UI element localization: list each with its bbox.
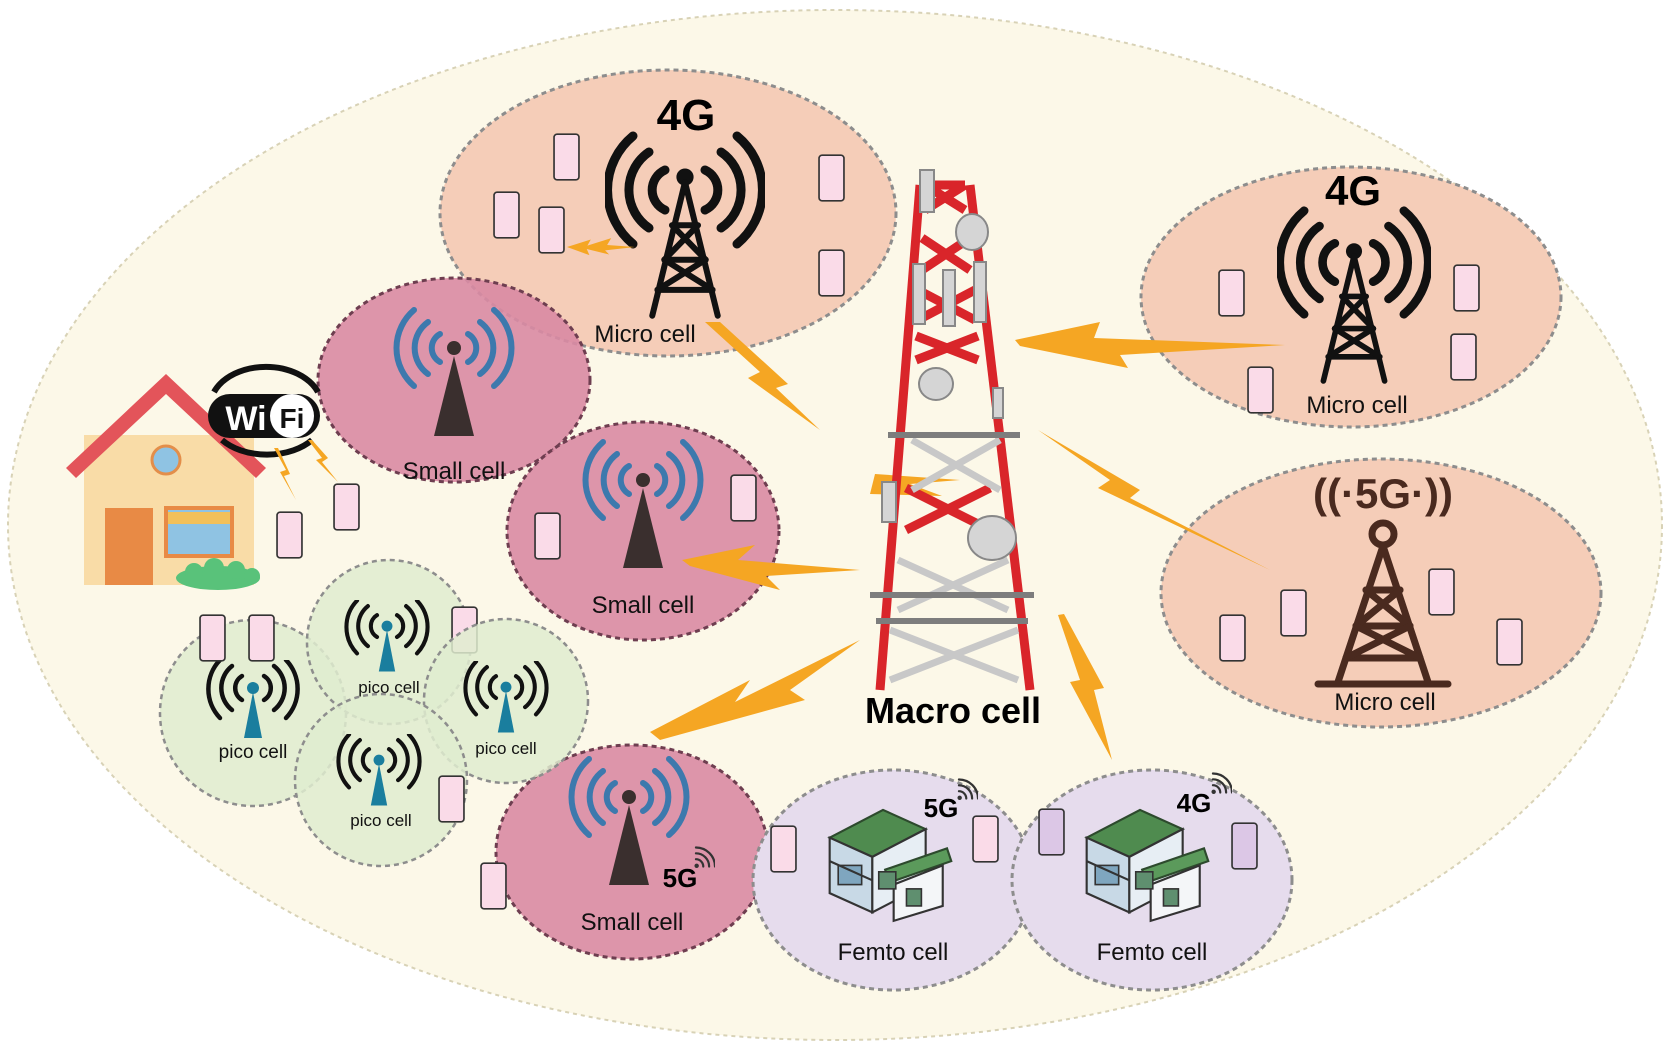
- wifi-right-text: Fi: [280, 403, 305, 434]
- pico-cell-4: pico cell: [293, 692, 469, 868]
- phone-icon: [770, 825, 797, 873]
- phone-icon: [1038, 808, 1065, 856]
- micro-cell-1-label: Micro cell: [594, 321, 695, 348]
- macro-tower: Macro cell: [865, 169, 1041, 731]
- pico-cell-2-label: pico cell: [358, 678, 419, 697]
- femto-cell-1-label: Femto cell: [838, 939, 949, 966]
- femto-cell-2-generation: 4G: [1177, 788, 1212, 818]
- femto-cell-1-generation: 5G: [924, 793, 959, 823]
- phone-icon: [276, 511, 303, 559]
- small-cell-2: Small cell: [505, 420, 781, 642]
- phone-icon: [1219, 614, 1246, 662]
- micro-cell-1-generation: 4G: [657, 91, 716, 140]
- phone-icon: [1453, 264, 1480, 312]
- phone-icon: [199, 614, 226, 662]
- phone-icon: [438, 775, 465, 823]
- phone-icon: [972, 815, 999, 863]
- pico-cell-1-label: pico cell: [219, 742, 288, 763]
- signal-bolt-icon: [650, 322, 1285, 760]
- phone-icon: [493, 191, 520, 239]
- pico-cell-4-label: pico cell: [350, 811, 411, 830]
- femto-cell-2-label: Femto cell: [1097, 939, 1208, 966]
- micro-cell-2-generation: 4G: [1325, 167, 1381, 214]
- micro-cell-1: 4G Micro cell: [438, 68, 898, 358]
- phone-icon: [534, 512, 561, 560]
- phone-icon: [538, 206, 565, 254]
- phone-icon: [553, 133, 580, 181]
- phone-icon: [730, 474, 757, 522]
- wifi-bolt-icon: [274, 440, 338, 500]
- small-cell-3-generation: 5G: [663, 863, 698, 893]
- femto-cell-2: 4G Femto cell: [1010, 768, 1294, 992]
- pico-cell-3-label: pico cell: [475, 739, 536, 758]
- home-wifi: Wi Fi: [66, 363, 360, 590]
- phone-icon: [818, 249, 845, 297]
- phone-icon: [1450, 333, 1477, 381]
- phone-icon: [1280, 589, 1307, 637]
- phone-icon: [1247, 366, 1274, 414]
- phone-icon: [818, 154, 845, 202]
- phone-icon: [1218, 269, 1245, 317]
- macro-cell-label: Macro cell: [865, 690, 1041, 731]
- small-cell-2-label: Small cell: [592, 592, 695, 619]
- small-cell-1-label: Small cell: [403, 458, 506, 485]
- femto-cell-1: 5G Femto cell: [751, 768, 1035, 992]
- tower-icon: [1314, 519, 1452, 688]
- micro-cell-3-generation: ((·5G·)): [1313, 470, 1453, 517]
- phone-icon: [333, 483, 360, 531]
- house-icon: [66, 374, 266, 590]
- phone-icon: [1231, 822, 1258, 870]
- phone-icon: [480, 862, 507, 910]
- phone-icon: [248, 614, 275, 662]
- small-cell-3-label: Small cell: [581, 909, 684, 936]
- small-cell-1: Small cell: [316, 276, 592, 485]
- micro-cell-3: ((·5G·)) Micro cell: [1159, 457, 1603, 729]
- micro-cell-2: 4G Micro cell: [1139, 165, 1563, 429]
- wifi-badge: Wi Fi: [208, 363, 321, 458]
- phone-icon: [1496, 618, 1523, 666]
- micro-cell-2-label: Micro cell: [1306, 392, 1407, 419]
- pico-cell-3: pico cell: [422, 617, 590, 785]
- small-cell-3: 5G Small cell: [480, 743, 770, 961]
- phone-icon: [1428, 568, 1455, 616]
- wifi-left-text: Wi: [225, 400, 266, 438]
- micro-cell-3-label: Micro cell: [1334, 689, 1435, 716]
